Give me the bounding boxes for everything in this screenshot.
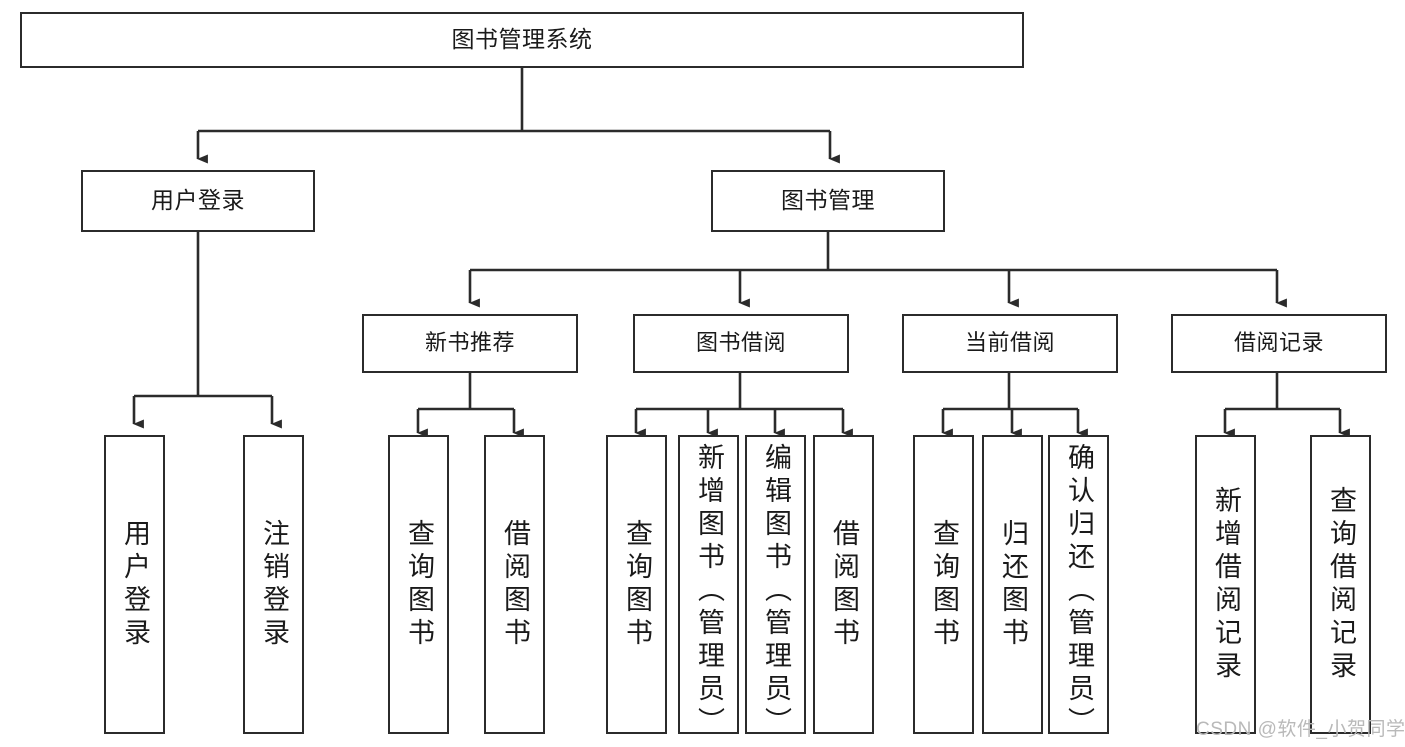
leaf-query-book-borrow-label: 查询图书	[622, 518, 652, 651]
leaf-query-borrow-record[interactable]: 查询借阅记录	[1310, 435, 1371, 734]
leaf-user-login-label: 用户登录	[120, 518, 150, 651]
leaf-query-book-borrow[interactable]: 查询图书	[606, 435, 667, 734]
watermark: CSDN @软件_小贺同学	[1196, 719, 1405, 740]
node-book-borrow[interactable]: 图书借阅	[633, 314, 849, 373]
leaf-borrow-book-recommend-label: 借阅图书	[500, 518, 530, 651]
node-root-label: 图书管理系统	[451, 26, 593, 53]
leaf-logout-label: 注销登录	[259, 518, 289, 651]
leaf-edit-book-admin-label: 编辑图书（管理员）	[761, 443, 791, 740]
leaf-confirm-return-admin[interactable]: 确认归还（管理员）	[1048, 435, 1109, 740]
node-current-borrow-label: 当前借阅	[964, 330, 1055, 356]
node-book-borrow-label: 图书借阅	[695, 330, 786, 356]
node-book-management[interactable]: 图书管理	[711, 170, 945, 232]
leaf-logout[interactable]: 注销登录	[243, 435, 304, 734]
leaf-query-book-current-label: 查询图书	[929, 518, 959, 651]
leaf-edit-book-admin[interactable]: 编辑图书（管理员）	[745, 435, 806, 740]
leaf-add-borrow-record-label: 新增借阅记录	[1211, 485, 1241, 684]
node-book-management-label: 图书管理	[781, 187, 875, 214]
leaf-add-book-admin[interactable]: 新增图书（管理员）	[678, 435, 739, 740]
leaf-return-book[interactable]: 归还图书	[982, 435, 1043, 734]
leaf-query-book-recommend-label: 查询图书	[404, 518, 434, 651]
node-user-login-label: 用户登录	[151, 187, 245, 214]
leaf-query-book-current[interactable]: 查询图书	[913, 435, 974, 734]
leaf-borrow-book-label: 借阅图书	[829, 518, 859, 651]
node-user-login[interactable]: 用户登录	[81, 170, 315, 232]
leaf-add-book-admin-label: 新增图书（管理员）	[694, 443, 724, 740]
leaf-borrow-book-recommend[interactable]: 借阅图书	[484, 435, 545, 734]
leaf-add-borrow-record[interactable]: 新增借阅记录	[1195, 435, 1256, 734]
leaf-user-login[interactable]: 用户登录	[104, 435, 165, 734]
leaf-confirm-return-admin-label: 确认归还（管理员）	[1064, 443, 1094, 740]
leaf-query-borrow-record-label: 查询借阅记录	[1326, 485, 1356, 684]
leaf-query-book-recommend[interactable]: 查询图书	[388, 435, 449, 734]
node-borrow-record-label: 借阅记录	[1233, 330, 1324, 356]
node-root[interactable]: 图书管理系统	[20, 12, 1024, 68]
leaf-return-book-label: 归还图书	[998, 518, 1028, 651]
node-current-borrow[interactable]: 当前借阅	[902, 314, 1118, 373]
leaf-borrow-book[interactable]: 借阅图书	[813, 435, 874, 734]
node-new-book-recommend[interactable]: 新书推荐	[362, 314, 578, 373]
node-new-book-recommend-label: 新书推荐	[424, 330, 515, 356]
node-borrow-record[interactable]: 借阅记录	[1171, 314, 1387, 373]
